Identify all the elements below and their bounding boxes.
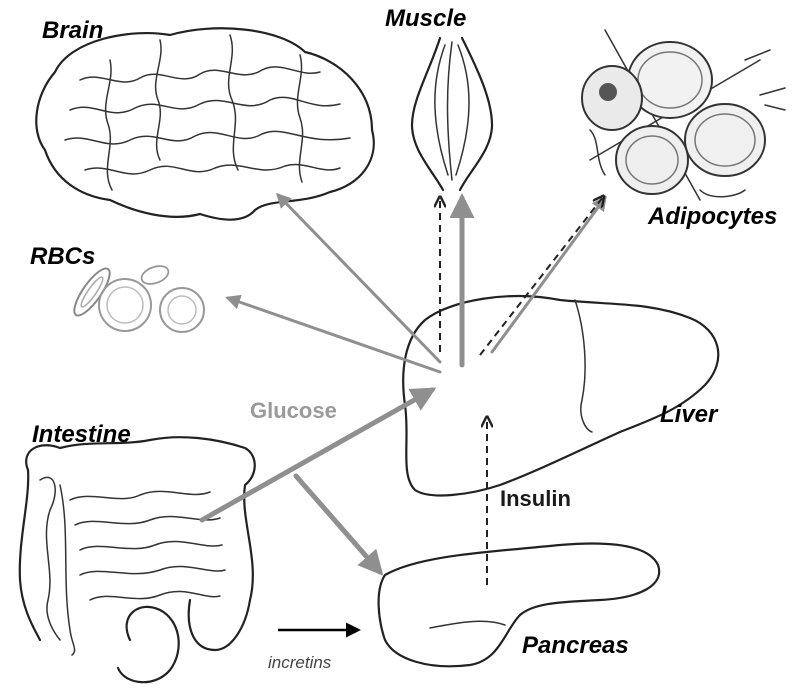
brain-illustration xyxy=(36,28,373,219)
intestine-label: Intestine xyxy=(32,421,131,448)
arrow-liver-to-brain xyxy=(278,195,440,362)
adipocytes-illustration xyxy=(582,30,785,200)
intestine-illustration xyxy=(20,437,255,682)
liver-illustration xyxy=(403,296,718,495)
muscle-label: Muscle xyxy=(385,5,466,32)
arrow-to-pancreas xyxy=(296,476,380,572)
rbcs-label: RBCs xyxy=(30,243,95,270)
incretins-label: incretins xyxy=(268,653,332,672)
liver-label: Liver xyxy=(660,401,719,428)
rbcs-illustration xyxy=(69,263,204,332)
arrow-to-adipocytes-insulin xyxy=(480,197,603,355)
arrow-liver-to-rbcs xyxy=(228,298,440,372)
insulin-label: Insulin xyxy=(500,486,571,511)
pancreas-label: Pancreas xyxy=(522,632,629,659)
adipocytes-label: Adipocytes xyxy=(647,203,777,230)
arrow-liver-to-adipocytes xyxy=(492,198,605,352)
muscle-illustration xyxy=(412,38,492,190)
brain-label: Brain xyxy=(42,17,103,44)
glucose-label: Glucose xyxy=(250,398,337,423)
